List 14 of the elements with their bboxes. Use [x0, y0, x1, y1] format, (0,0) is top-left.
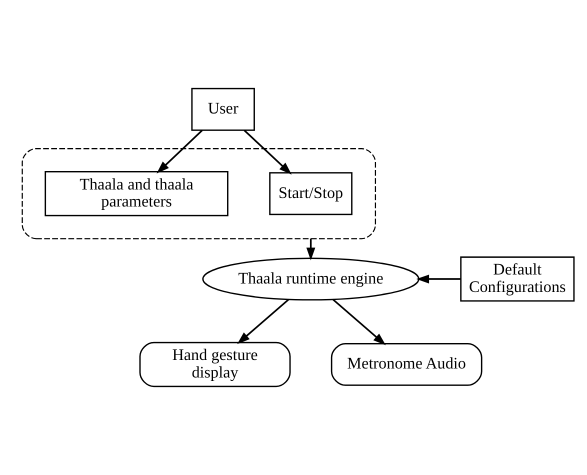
arrow: [244, 130, 292, 175]
arrow: [156, 130, 203, 174]
node-box: Thaala and thaala parameters: [44, 171, 228, 216]
arrow: [306, 238, 316, 260]
node-box: Default Configurations: [460, 256, 575, 302]
node-box: User: [191, 88, 255, 131]
node-ellipse: Thaala runtime engine: [202, 258, 420, 301]
node-box: Hand gesture display: [139, 342, 291, 388]
node-box: Metronome Audio: [330, 342, 482, 386]
arrow: [332, 298, 386, 346]
cluster: [22, 148, 376, 240]
node-box: Start/Stop: [269, 172, 352, 216]
arrow: [237, 298, 290, 344]
arrow: [416, 274, 460, 284]
